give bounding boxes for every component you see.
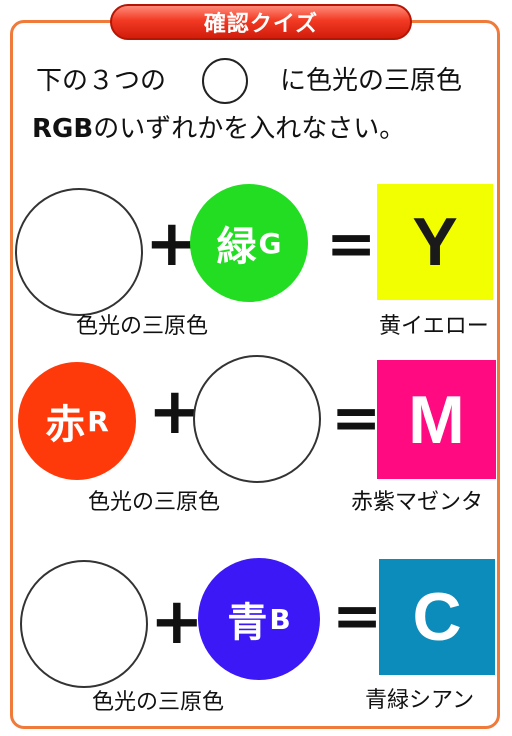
- yellow-label: 黄イエロー: [379, 314, 489, 339]
- equal-sign: =: [326, 209, 377, 279]
- equal-sign: =: [331, 383, 382, 453]
- blank-circle-row2[interactable]: [193, 355, 321, 483]
- question-line1-start: 下の３つの: [36, 66, 167, 96]
- cyan-label: 青緑シアン: [365, 688, 475, 713]
- blank-circle-row3[interactable]: [20, 560, 148, 688]
- quiz-title: 確認クイズ: [110, 4, 412, 40]
- question-blank-circle: [202, 58, 248, 104]
- question-line2-text: のいずれかを入れなさい。: [93, 114, 406, 144]
- magenta-square: M: [377, 360, 496, 479]
- caption-row3: 色光の三原色: [92, 690, 225, 715]
- plus-sign: +: [150, 585, 204, 659]
- plus-sign: +: [148, 375, 202, 449]
- yellow-square: Y: [377, 184, 493, 300]
- equal-sign: =: [332, 581, 383, 651]
- blank-circle-row1[interactable]: [15, 188, 143, 316]
- rgb-label: RGB: [32, 114, 94, 144]
- cyan-square: C: [379, 559, 495, 675]
- caption-row2: 色光の三原色: [88, 490, 221, 515]
- question-line2: RGBのいずれかを入れなさい。: [32, 108, 405, 145]
- magenta-label: 赤紫マゼンタ: [351, 490, 484, 515]
- caption-row1: 色光の三原色: [76, 314, 209, 339]
- question-line1-end: に色光の三原色: [280, 66, 463, 96]
- plus-sign: +: [145, 207, 199, 281]
